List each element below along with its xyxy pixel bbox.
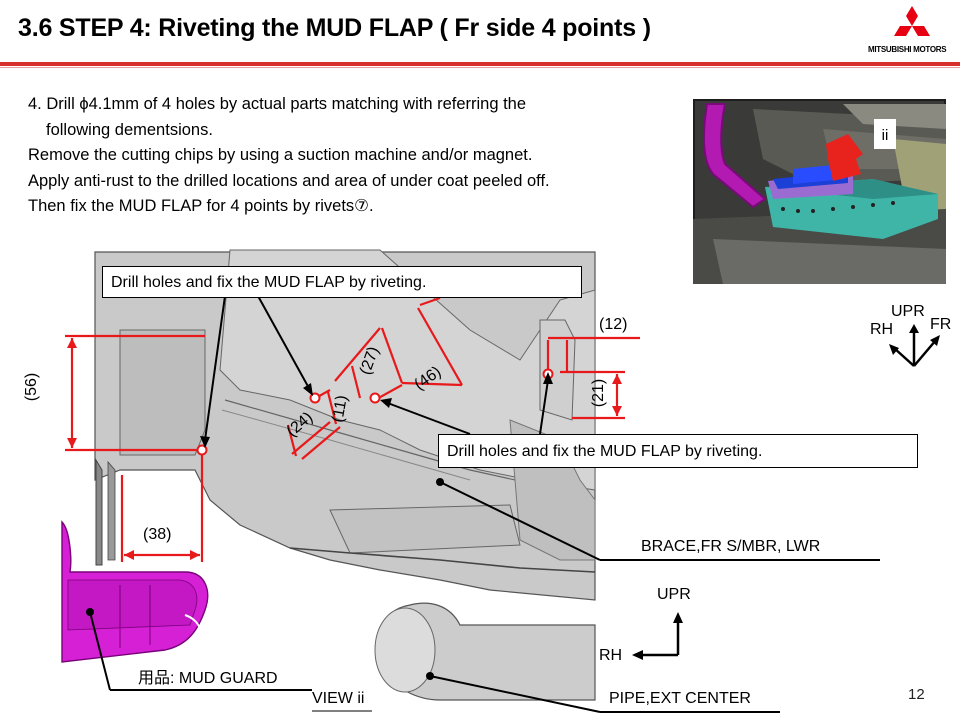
label-mud-guard: 用品: MUD GUARD (138, 670, 278, 687)
orientation2-rh-label: RH (599, 647, 623, 664)
title-underline-thin (0, 67, 960, 68)
brand-name: MITSUBISHI MOTORS (868, 45, 947, 54)
title-underline (0, 62, 960, 66)
photo-marker: ii (882, 127, 889, 144)
orientation2-upr-label: UPR (657, 586, 691, 603)
callout-drill-top: Drill holes and fix the MUD FLAP by rive… (102, 266, 582, 298)
dimension-12: (12) (599, 316, 628, 333)
dimension-56: (56) (23, 372, 41, 402)
label-pipe: PIPE,EXT CENTER (609, 690, 751, 707)
instruction-line: Then fix the MUD FLAP for 4 points by ri… (28, 197, 374, 215)
page-title: 3.6 STEP 4: Riveting the MUD FLAP ( Fr s… (18, 14, 651, 42)
instruction-line: 4. Drill ϕ4.1mm of 4 holes by actual par… (28, 95, 527, 113)
label-view: VIEW ii (312, 690, 365, 707)
page-number: 12 (908, 686, 925, 703)
instructions-block: 4. Drill ϕ4.1mm of 4 holes by actual par… (28, 92, 698, 220)
label-brace: BRACE,FR S/MBR, LWR (641, 538, 821, 555)
orientation-rh-label: RH (870, 321, 894, 338)
orientation-fr-label: FR (930, 316, 952, 333)
instruction-line: Remove the cutting chips by using a suct… (28, 146, 533, 164)
orientation-axes-icon (889, 324, 940, 367)
instruction-line: following dementsions. (46, 120, 213, 139)
mitsubishi-logo-icon (894, 6, 930, 36)
instruction-line: Apply anti-rust to the drilled locations… (28, 171, 550, 190)
reference-photo: ii (693, 99, 946, 284)
callout-drill-middle: Drill holes and fix the MUD FLAP by rive… (438, 434, 918, 468)
orientation-upr-label: UPR (891, 303, 925, 320)
dimension-21: (21) (590, 378, 608, 408)
dimension-38: (38) (143, 526, 172, 543)
